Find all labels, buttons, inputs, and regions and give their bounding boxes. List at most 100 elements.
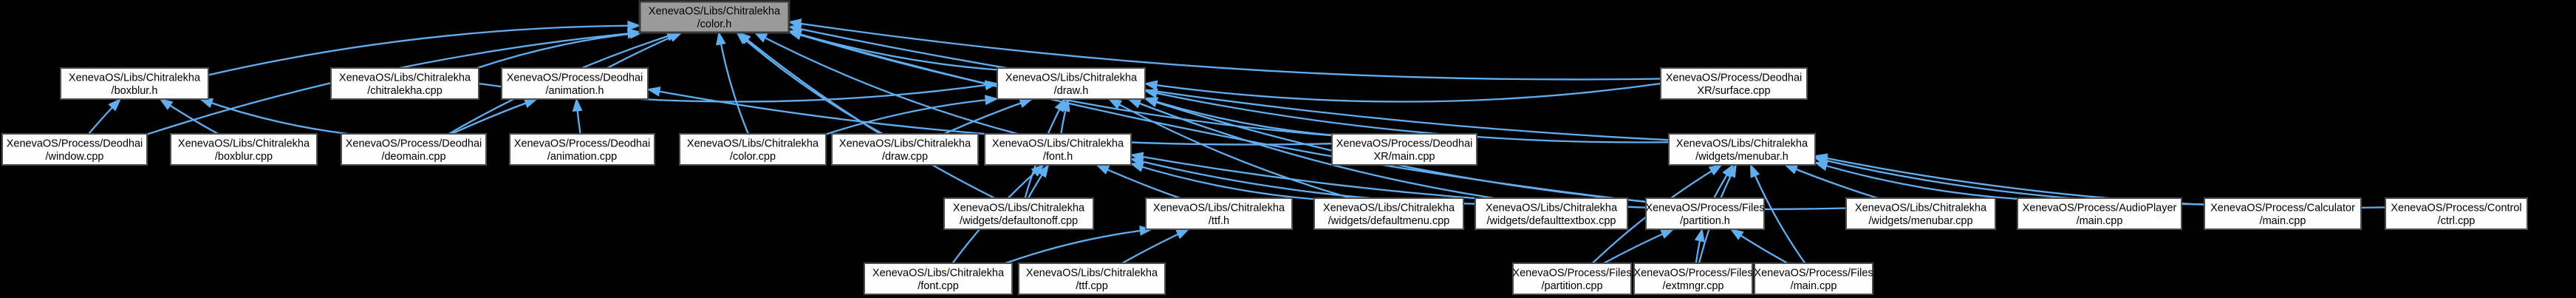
node-defaultonoff_cpp[interactable]: XenevaOS/Libs/Chitralekha/widgets/defaul…: [943, 197, 1094, 230]
node-box: [1512, 263, 1632, 295]
node-box: [943, 197, 1094, 230]
node-ttf_cpp[interactable]: XenevaOS/Libs/Chitralekha/ttf.cpp: [1018, 263, 1166, 295]
node-deo_deomain_cpp[interactable]: XenevaOS/Process/Deodhai/deomain.cpp: [341, 133, 487, 166]
node-label-line1: XenevaOS/Libs/Chitralekha: [953, 203, 1085, 214]
node-calculator_main_cpp[interactable]: XenevaOS/Process/Calculator/main.cpp: [2204, 197, 2362, 230]
node-label-line1: XenevaOS/Process/Deodhai: [7, 138, 143, 150]
node-label-line1: XenevaOS/Libs/Chitralekha: [1486, 203, 1618, 214]
edge-ttf_h-to-font_h: [1095, 163, 1181, 200]
node-defaulttextbox_cpp[interactable]: XenevaOS/Libs/Chitralekha/widgets/defaul…: [1475, 197, 1628, 230]
node-font_h[interactable]: XenevaOS/Libs/Chitralekha/font.h: [984, 133, 1132, 166]
node-label-line2: /color.cpp: [730, 151, 776, 163]
edge-deo_animation_h-to-color_h: [607, 31, 683, 70]
node-files_main_cpp[interactable]: XenevaOS/Process/Files/main.cpp: [1754, 263, 1873, 295]
node-deo_animation_cpp[interactable]: XenevaOS/Process/Deodhai/animation.cpp: [509, 133, 655, 166]
edge-menubar_h-to-color_h: [788, 24, 1670, 141]
node-label-line2: /ttf.h: [1209, 215, 1229, 227]
edge-defaultmenu_cpp-to-font_h: [1130, 162, 1315, 200]
node-label-line2: /boxblur.cpp: [215, 151, 273, 163]
edge-files_partition_cpp-to-files_partition_h: [1603, 228, 1675, 265]
node-label-line2: /draw.h: [1054, 85, 1089, 97]
edge-deo_deomain_cpp-to-deo_animation_h: [451, 98, 539, 135]
node-color_cpp[interactable]: XenevaOS/Libs/Chitralekha/color.cpp: [679, 133, 827, 166]
node-label-line1: XenevaOS/Process/Control: [2391, 203, 2521, 214]
node-label-line2: /widgets/defaultmenu.cpp: [1328, 215, 1449, 227]
node-label-line2: /widgets/menubar.cpp: [1868, 215, 1972, 227]
edge-xr_surface_cpp-to-draw_h: [1144, 80, 1661, 103]
node-label-line1: XenevaOS/Process/Deodhai: [1336, 138, 1473, 150]
node-chitralekha_cpp[interactable]: XenevaOS/Libs/Chitralekha/chitralekha.cp…: [330, 67, 479, 100]
node-label-line2: /font.h: [1043, 151, 1073, 163]
node-label-line2: /main.cpp: [1791, 280, 1837, 292]
node-box: [1, 133, 148, 166]
node-control_ctrl_cpp[interactable]: XenevaOS/Process/Control/ctrl.cpp: [2385, 197, 2528, 230]
node-draw_h[interactable]: XenevaOS/Libs/Chitralekha/draw.h: [997, 67, 1146, 100]
edge-boxblur_h-to-color_h: [208, 20, 641, 76]
node-label-line1: XenevaOS/Libs/Chitralekha: [872, 268, 1005, 280]
node-menubar_h[interactable]: XenevaOS/Libs/Chitralekha/widgets/menuba…: [1668, 133, 1816, 166]
node-box: [509, 133, 655, 166]
node-font_cpp[interactable]: XenevaOS/Libs/Chitralekha/font.cpp: [864, 263, 1013, 295]
node-label-line1: XenevaOS/Libs/Chitralekha: [1676, 138, 1808, 150]
node-label-line1: XenevaOS/Process/Deodhai: [507, 72, 643, 84]
node-label-line2: /widgets/menubar.h: [1695, 151, 1788, 163]
node-box: [1145, 197, 1293, 230]
node-label-line2: /widgets/defaulttextbox.cpp: [1487, 215, 1616, 227]
node-label-line1: XenevaOS/Libs/Chitralekha: [1005, 72, 1138, 84]
node-label-line1: XenevaOS/Libs/Chitralekha: [687, 138, 819, 150]
node-box: [984, 133, 1132, 166]
node-box: [2017, 197, 2182, 230]
edge-defaultonoff_cpp-to-font_h: [1027, 163, 1050, 199]
edge-defaulttextbox_cpp-to-draw_h: [1127, 98, 1494, 200]
edge-font_h-to-draw_h: [1060, 98, 1070, 135]
node-label-line2: /color.h: [697, 18, 732, 30]
edge-ttf_cpp-to-ttf_h: [1121, 228, 1190, 265]
node-box: [638, 0, 790, 34]
node-menubar_cpp[interactable]: XenevaOS/Libs/Chitralekha/widgets/menuba…: [1845, 197, 1996, 230]
node-deo_animation_h[interactable]: XenevaOS/Process/Deodhai/animation.h: [501, 67, 649, 100]
node-box: [1668, 133, 1816, 166]
node-label-line1: XenevaOS/Libs/Chitralekha: [1855, 203, 1987, 214]
node-boxblur_cpp[interactable]: XenevaOS/Libs/Chitralekha/boxblur.cpp: [170, 133, 318, 166]
node-box: [679, 133, 827, 166]
node-label-line2: /ttf.cpp: [1076, 280, 1108, 292]
node-box: [1633, 263, 1753, 295]
edge-files_main_cpp-to-menubar_h: [1749, 163, 1806, 264]
node-files_extmngr_cpp[interactable]: XenevaOS/Process/Files/extmngr.cpp: [1633, 263, 1753, 295]
node-label-line2: /main.cpp: [2077, 215, 2123, 227]
node-boxblur_h[interactable]: XenevaOS/Libs/Chitralekha/boxblur.h: [60, 67, 209, 100]
node-box: [831, 133, 979, 166]
node-ttf_h[interactable]: XenevaOS/Libs/Chitralekha/ttf.h: [1145, 197, 1293, 230]
node-label-line2: /boxblur.h: [112, 85, 158, 97]
node-label-line1: XenevaOS/Libs/Chitralekha: [69, 72, 201, 84]
node-label-line1: XenevaOS/Libs/Chitralekha: [649, 6, 781, 18]
node-color_h[interactable]: XenevaOS/Libs/Chitralekha/color.h: [638, 0, 790, 34]
node-label-line2: /ctrl.cpp: [2438, 215, 2476, 227]
node-label-line2: /animation.h: [546, 85, 604, 97]
node-defaultmenu_cpp[interactable]: XenevaOS/Libs/Chitralekha/widgets/defaul…: [1313, 197, 1464, 230]
node-box: [1331, 133, 1477, 166]
node-audioplayer_main_cpp[interactable]: XenevaOS/Process/AudioPlayer/main.cpp: [2017, 197, 2182, 230]
node-files_partition_h[interactable]: XenevaOS/Process/Files/partition.h: [1645, 197, 1765, 230]
node-box: [1660, 67, 1808, 100]
node-label-line1: XenevaOS/Process/Calculator: [2210, 203, 2355, 214]
node-files_partition_cpp[interactable]: XenevaOS/Process/Files/partition.cpp: [1512, 263, 1632, 295]
node-deo_window_cpp[interactable]: XenevaOS/Process/Deodhai/window.cpp: [1, 133, 148, 166]
node-box: [2385, 197, 2528, 230]
node-label-line2: /extmngr.cpp: [1662, 280, 1723, 292]
node-box: [60, 67, 209, 100]
edge-files_main_cpp-to-files_partition_h: [1729, 228, 1788, 265]
node-label-line2: /partition.cpp: [1541, 280, 1602, 292]
node-label-line2: /widgets/defaultonoff.cpp: [960, 215, 1078, 227]
node-draw_cpp[interactable]: XenevaOS/Libs/Chitralekha/draw.cpp: [831, 133, 979, 166]
node-box: [1645, 197, 1765, 230]
node-label-line1: XenevaOS/Libs/Chitralekha: [1323, 203, 1455, 214]
edge-files_extmngr_cpp-to-files_partition_h: [1694, 228, 1705, 264]
node-label-line1: XenevaOS/Process/Files: [1754, 268, 1873, 280]
node-label-line2: XR/surface.cpp: [1697, 85, 1770, 97]
node-label-line1: XenevaOS/Process/AudioPlayer: [2023, 203, 2177, 214]
node-box: [330, 67, 479, 100]
